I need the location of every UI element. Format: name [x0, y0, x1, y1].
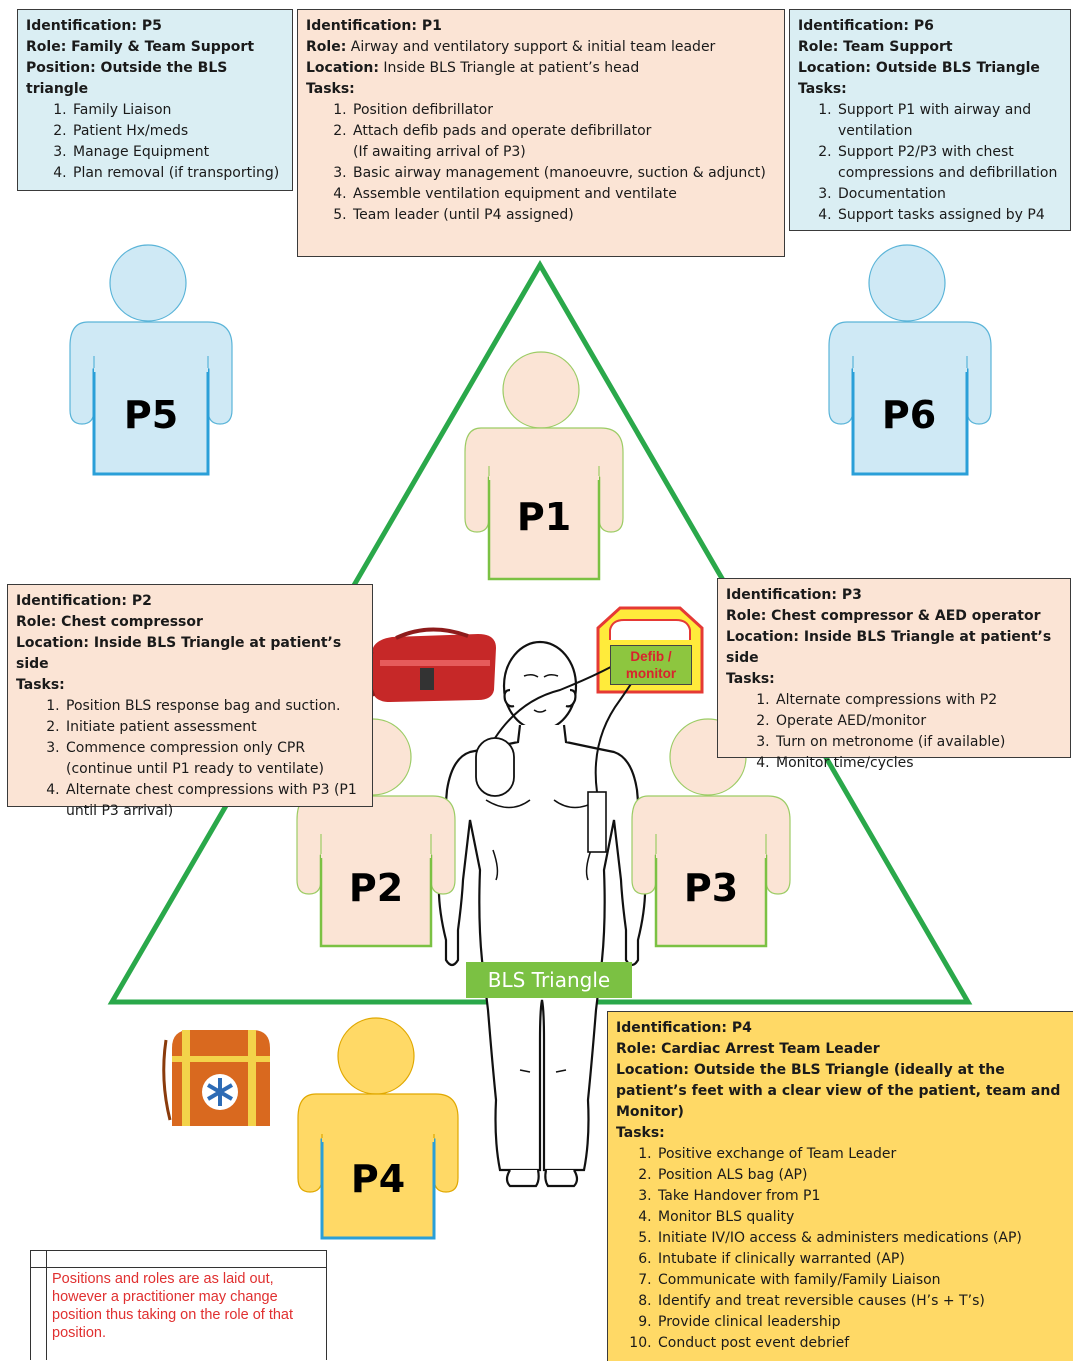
p5-position: Position: Outside the BLS triangle: [26, 60, 228, 97]
p6-figure-label: P6: [882, 393, 936, 437]
list-item: Basic airway management (manoeuvre, suct…: [351, 163, 776, 184]
p4-role: Role: Cardiac Arrest Team Leader: [616, 1041, 880, 1057]
list-item: Team leader (until P4 assigned): [351, 205, 776, 226]
bls-triangle-label: BLS Triangle: [466, 962, 632, 998]
person-p2-figure: [296, 718, 456, 948]
p1-task-list: Position defibrillator Attach defib pads…: [306, 100, 776, 226]
list-item: Provide clinical leadership: [656, 1312, 1065, 1333]
p4-figure-label: P4: [351, 1157, 405, 1201]
list-item: Take Handover from P1: [656, 1186, 1065, 1207]
list-item: Monitor BLS quality: [656, 1207, 1065, 1228]
p4-identification: Identification: P4: [616, 1020, 752, 1036]
p2-task-list: Position BLS response bag and suction. I…: [16, 696, 364, 822]
p3-identification: Identification: P3: [726, 587, 862, 603]
p5-task-list: Family Liaison Patient Hx/meds Manage Eq…: [26, 100, 284, 184]
list-item: Intubate if clinically warranted (AP): [656, 1249, 1065, 1270]
p3-task-list: Alternate compressions with P2 Operate A…: [726, 690, 1062, 774]
p2-tasks-heading: Tasks:: [16, 677, 65, 693]
list-item: Plan removal (if transporting): [71, 163, 284, 184]
list-item: Initiate IV/IO access & administers medi…: [656, 1228, 1065, 1249]
als-bag-image: [160, 1020, 278, 1134]
list-item: Initiate patient assessment: [64, 717, 364, 738]
list-item: Attach defib pads and operate defibrilla…: [351, 121, 776, 163]
list-item: Commence compression only CPR (continue …: [64, 738, 364, 780]
list-item: Support P1 with airway and ventilation: [836, 100, 1062, 142]
person-p1-figure: [464, 351, 624, 581]
p4-tasks-heading: Tasks:: [616, 1125, 665, 1141]
bls-response-bag-image: [367, 627, 496, 702]
p6-info-box: Identification: P6 Role: Team Support Lo…: [789, 9, 1071, 231]
p2-figure-label: P2: [349, 866, 403, 910]
list-item: Alternate chest compressions with P3 (P1…: [64, 780, 364, 822]
p2-info-box: Identification: P2 Role: Chest compresso…: [7, 584, 373, 819]
p1-role-prefix: Role:: [306, 39, 347, 55]
p6-identification: Identification: P6: [798, 18, 934, 34]
p5-identification: Identification: P5: [26, 18, 162, 34]
p3-role: Role: Chest compressor & AED operator: [726, 608, 1041, 624]
list-item: Support tasks assigned by P4: [836, 205, 1062, 226]
list-item: Patient Hx/meds: [71, 121, 284, 142]
p1-info-box: Identification: P1 Role: Airway and vent…: [297, 9, 785, 257]
p2-location: Location: Inside BLS Triangle at patient…: [16, 635, 342, 672]
p3-location: Location: Inside BLS Triangle at patient…: [726, 629, 1052, 666]
p2-role: Role: Chest compressor: [16, 614, 203, 630]
p4-location: Location: Outside the BLS Triangle (idea…: [616, 1062, 1061, 1120]
list-item: Manage Equipment: [71, 142, 284, 163]
note-text: Positions and roles are as laid out, how…: [52, 1271, 294, 1341]
person-p4-figure: [297, 1017, 459, 1240]
p1-task2-note: (If awaiting arrival of P3): [353, 144, 526, 160]
list-item: Identify and treat reversible causes (H’…: [656, 1291, 1065, 1312]
list-item: Position BLS response bag and suction.: [64, 696, 364, 717]
p1-tasks-heading: Tasks:: [306, 81, 355, 97]
p1-identification: Identification: P1: [306, 18, 442, 34]
p4-task-list: Positive exchange of Team Leader Positio…: [616, 1144, 1065, 1354]
list-item: Support P2/P3 with chest compressions an…: [836, 142, 1062, 184]
list-item: Operate AED/monitor: [774, 711, 1062, 732]
list-item: Position ALS bag (AP): [656, 1165, 1065, 1186]
p3-figure-label: P3: [684, 866, 738, 910]
p6-tasks-heading: Tasks:: [798, 81, 847, 97]
p1-location-text: Inside BLS Triangle at patient’s head: [378, 60, 640, 76]
list-item: Conduct post event debrief: [656, 1333, 1065, 1354]
list-item: Assemble ventilation equipment and venti…: [351, 184, 776, 205]
list-item: Position defibrillator: [351, 100, 776, 121]
p6-role: Role: Team Support: [798, 39, 953, 55]
p5-info-box: Identification: P5 Role: Family & Team S…: [17, 9, 293, 191]
list-item: Monitor time/cycles: [774, 753, 1062, 774]
list-item: Positive exchange of Team Leader: [656, 1144, 1065, 1165]
person-p6-figure: [828, 244, 992, 476]
p1-role-text: Airway and ventilatory support & initial…: [346, 39, 716, 55]
p4-info-box: Identification: P4 Role: Cardiac Arrest …: [607, 1011, 1073, 1361]
note-header-row: [31, 1250, 326, 1269]
defib-monitor-label: Defib / monitor: [610, 645, 692, 685]
list-item: Documentation: [836, 184, 1062, 205]
p3-info-box: Identification: P3 Role: Chest compresso…: [717, 578, 1071, 771]
p6-task-list: Support P1 with airway and ventilation S…: [798, 100, 1062, 226]
p3-tasks-heading: Tasks:: [726, 671, 775, 687]
list-item: Turn on metronome (if available): [774, 732, 1062, 753]
list-item: Family Liaison: [71, 100, 284, 121]
list-item: Alternate compressions with P2: [774, 690, 1062, 711]
person-p5-figure: [69, 244, 233, 476]
p5-figure-label: P5: [124, 393, 178, 437]
list-item: Communicate with family/Family Liaison: [656, 1270, 1065, 1291]
p6-location: Location: Outside BLS Triangle: [798, 60, 1040, 76]
position-change-note: Positions and roles are as laid out, how…: [30, 1250, 327, 1360]
p1-figure-label: P1: [517, 495, 571, 539]
p5-role: Role: Family & Team Support: [26, 39, 255, 55]
p2-identification: Identification: P2: [16, 593, 152, 609]
p1-location-prefix: Location:: [306, 60, 379, 76]
